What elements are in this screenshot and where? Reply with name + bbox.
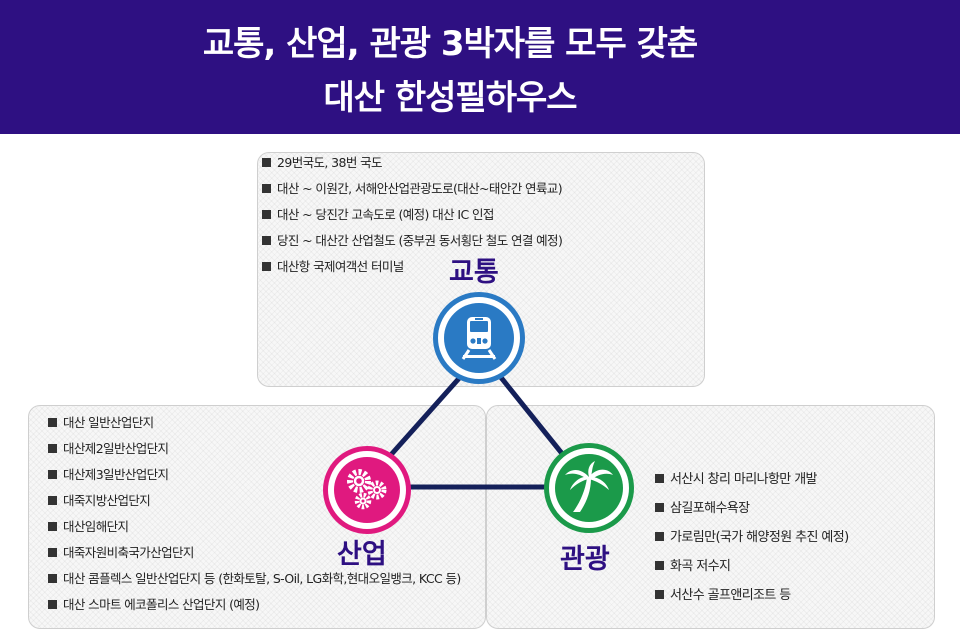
industry-item: 대산제2일반산업단지 <box>48 436 461 462</box>
bullet-square-icon <box>48 496 57 505</box>
connector-traffic-industry <box>387 373 464 459</box>
industry-item: 대산제3일반산업단지 <box>48 462 461 488</box>
bullet-square-icon <box>655 532 664 541</box>
train-icon <box>461 317 497 360</box>
bullet-square-icon <box>262 236 271 245</box>
traffic-item: 대산 ~ 당진간 고속도로 (예정) 대산 IC 인접 <box>262 202 562 228</box>
bullet-square-icon <box>262 184 271 193</box>
bullet-square-icon <box>48 548 57 557</box>
traffic-node <box>433 292 525 384</box>
industry-list: 대산 일반산업단지 대산제2일반산업단지 대산제3일반산업단지 대죽지방산업단지… <box>48 410 461 618</box>
tourism-item: 가로림만(국가 해양정원 추진 예정) <box>655 523 849 552</box>
bullet-square-icon <box>262 158 271 167</box>
title-line-1: 교통, 산업, 관광 3박자를 모두 갖춘 <box>202 24 698 64</box>
industry-item: 대죽자원비축국가산업단지 <box>48 540 461 566</box>
industry-item: 대산임해단지 <box>48 514 461 540</box>
bullet-square-icon <box>48 444 57 453</box>
title-line-2: 대산 한성필하우스 <box>323 78 577 118</box>
tourism-item: 서산시 창리 마리나항만 개발 <box>655 465 849 494</box>
tourism-item: 서산수 골프앤리조트 등 <box>655 581 849 610</box>
tourism-label: 관광 <box>560 544 610 575</box>
bullet-square-icon <box>48 470 57 479</box>
bullet-square-icon <box>48 522 57 531</box>
industry-node <box>323 446 411 534</box>
palm-tree-icon <box>565 461 613 512</box>
tourism-item: 삼길포해수욕장 <box>655 494 849 523</box>
industry-item: 대산 콤플렉스 일반산업단지 등 (한화토탈, S-Oil, LG화학,현대오일… <box>48 566 461 592</box>
industry-item: 대죽지방산업단지 <box>48 488 461 514</box>
traffic-item: 대산항 국제여객선 터미널 <box>262 254 562 280</box>
bullet-square-icon <box>262 210 271 219</box>
bullet-square-icon <box>655 474 664 483</box>
gears-icon <box>347 469 387 510</box>
bullet-square-icon <box>262 262 271 271</box>
bullet-square-icon <box>655 561 664 570</box>
tourism-list: 서산시 창리 마리나항만 개발 삼길포해수욕장 가로림만(국가 해양정원 추진 … <box>655 465 849 610</box>
bullet-square-icon <box>48 574 57 583</box>
title-banner: 교통, 산업, 관광 3박자를 모두 갖춘 대산 한성필하우스 <box>0 0 960 134</box>
tourism-node <box>544 443 634 533</box>
industry-item: 대산 일반산업단지 <box>48 410 461 436</box>
bullet-square-icon <box>655 590 664 599</box>
bullet-square-icon <box>48 600 57 609</box>
industry-label: 산업 <box>337 539 387 570</box>
traffic-label: 교통 <box>449 257 499 288</box>
traffic-item: 대산 ~ 이원간, 서해안산업관광도로(대산~태안간 연륙교) <box>262 176 563 202</box>
connector-traffic-tourism <box>497 373 566 458</box>
industry-panel <box>28 405 486 629</box>
industry-item: 대산 스마트 에코폴리스 산업단지 (예정) <box>48 592 461 618</box>
bullet-square-icon <box>655 503 664 512</box>
bullet-square-icon <box>48 418 57 427</box>
industry-node-fill <box>334 457 400 523</box>
tourism-item: 화곡 저수지 <box>655 552 849 581</box>
traffic-list: 29번국도, 38번 국도 대산 ~ 이원간, 서해안산업관광도로(대산~태안간… <box>262 150 563 280</box>
traffic-item: 당진 ~ 대산간 산업철도 (중부권 동서횡단 철도 연결 예정) <box>262 228 563 254</box>
traffic-item: 29번국도, 38번 국도 <box>262 150 562 176</box>
